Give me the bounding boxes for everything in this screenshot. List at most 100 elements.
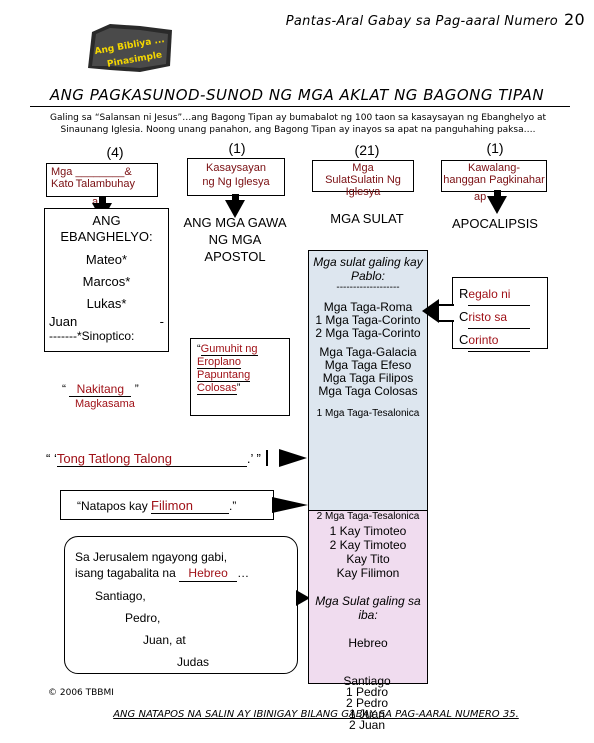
name-judas: Judas	[177, 655, 210, 669]
copyright: © 2006 TBBMI	[48, 688, 114, 698]
header-title-text: Pantas-Aral Gabay sa Pag-aaral Numero	[285, 14, 559, 29]
letter-2corinto: 2 Mga Taga-Corinto	[315, 326, 421, 340]
gospels-label-1: Mga ________&	[51, 166, 132, 178]
letters-label-4: Ng Iglesya	[345, 174, 401, 198]
gospels-label-4: a	[92, 196, 99, 208]
letters-label-1: Mga	[352, 162, 374, 174]
label-box-revelation: Kawalang- hanggan Pagkinahar	[441, 160, 547, 192]
filimon-suffix: .”	[229, 499, 237, 513]
arrow-left-icon	[422, 299, 439, 323]
blank-regalo: egalo ni	[468, 283, 531, 306]
letter-1corinto: 1 Mga Taga-Corinto	[315, 313, 421, 327]
pablo-dashes: -------------------	[336, 282, 400, 293]
letters-label-3: Sulatin	[350, 174, 384, 186]
rcc-line-2: Cristo sa	[459, 306, 547, 329]
letter-tito: Kay Tito	[346, 552, 390, 566]
blank-hebreo: Hebreo	[179, 565, 238, 582]
arrow-shaft-revelation	[494, 190, 501, 196]
gospels-box: ANG EBANGHELYO: Mateo* Marcos* Lukas* Ju…	[44, 208, 169, 352]
tong-line: “ ‘Tong Tatlong Talong.’ ”	[46, 451, 261, 467]
intro-text: Galing sa “Salansan ni Jesus”…ang Bagong…	[49, 113, 547, 135]
letter-2tesalonica: 2 Mga Taga-Tesalonica	[316, 511, 420, 522]
count-acts: (1)	[228, 140, 246, 156]
footer-note: ANG NATAPOS NA SALIN AY IBINIGAY BILANG …	[113, 709, 519, 720]
title-rule	[30, 106, 570, 107]
blank-colosas: Colosas	[197, 382, 237, 395]
blank-nakitang: Nakitang	[69, 382, 132, 397]
blank-papuntang: Papuntang	[197, 369, 251, 382]
letter-colosas: Mga Taga Colosas	[318, 384, 418, 398]
label-box-acts: Kasaysayan ng Ng Iglesya	[187, 158, 285, 196]
letter-1pedro: 1 Pedro	[345, 685, 389, 699]
jerusalem-line-1: Sa Jerusalem ngayong gabi,	[75, 550, 228, 564]
label-box-letters: Mga SulatSulatin Ng Iglesya	[312, 160, 414, 198]
name-pedro: Pedro,	[125, 611, 161, 625]
arrow-right-icon	[272, 497, 308, 513]
jerusalem-ellipsis: …	[237, 566, 250, 580]
acts-note-box: “Gumuhit ng Eroplano Papuntang Colosas”	[190, 338, 290, 416]
letter-2timoteo: 2 Kay Timoteo	[329, 538, 407, 552]
gospels-label-3: Talambuhay	[75, 178, 135, 190]
letters-heading: MGA SULAT	[330, 211, 404, 226]
filimon-box: “Natapos kay Filimon.”	[60, 490, 274, 520]
letter-hebreo: Hebreo	[348, 636, 388, 650]
letter-1juan: 1 Juan	[348, 707, 386, 721]
gospel-mateo: Mateo*	[85, 252, 128, 267]
gospel-juan: Juan	[49, 314, 78, 329]
revelation-heading: APOCALIPSIS	[452, 216, 538, 231]
letter-2pedro: 2 Pedro	[345, 696, 389, 710]
rcc-line-3: Corinto	[459, 329, 547, 352]
arrow-down-icon	[487, 196, 507, 214]
tong-open: “ ‘	[46, 451, 57, 466]
acts-quote-close: ”	[236, 382, 241, 394]
others-title: Mga Sulat galing sa iba:	[315, 594, 421, 622]
synoptic-line: -------*Sinoptico:	[49, 329, 135, 343]
letter-1timoteo: 1 Kay Timoteo	[329, 524, 407, 538]
gospels-heading: ANG EBANGHELYO:	[60, 213, 153, 244]
letter-filipos: Mga Taga Filipos	[322, 371, 414, 385]
acts-label-1: Kasaysayan	[206, 162, 266, 174]
pablo-title: Mga sulat galing kay Pablo:	[313, 255, 423, 283]
letter-santiago: Santiago	[343, 674, 391, 688]
letters-label-2: Sulat	[325, 174, 351, 186]
arrow-left-shaft	[438, 304, 454, 322]
arrow-shaft-acts	[232, 194, 239, 200]
nakitang-line: “ Nakitang ”	[62, 382, 139, 397]
gospel-lukas: Lukas*	[86, 296, 127, 311]
juan-dash: -	[159, 314, 164, 329]
bible-logo: Ang Bibliya ... Pinasimple	[80, 20, 180, 76]
blank-eroplano: Eroplano	[197, 356, 242, 369]
letter-roma: Mga Taga-Roma	[323, 300, 413, 314]
page-title: ANG PAGKASUNOD-SUNOD NG MGA AKLAT NG BAG…	[49, 86, 545, 104]
other-letters-box: 2 Mga Taga-Tesalonica 1 Kay Timoteo 2 Ka…	[308, 510, 428, 684]
count-gospels: (4)	[106, 144, 124, 160]
pauline-letters-box: Mga sulat galing kay Pablo: ------------…	[308, 250, 428, 512]
arrow-down-icon	[225, 200, 245, 218]
acts-heading: ANG MGA GAWA NG MGA APOSTOL	[183, 215, 287, 264]
header-title: Pantas-Aral Gabay sa Pag-aaral Numero 20	[205, 10, 585, 29]
blank-tong: Tong Tatlong Talong	[56, 451, 247, 467]
arrow-right-icon	[296, 590, 310, 606]
gospels-label-2: Kato	[51, 178, 74, 190]
rev-label-3: Pagkinahar	[489, 174, 545, 186]
acts-label-2: ng	[202, 176, 215, 188]
tong-close: .’ ”	[246, 451, 261, 466]
letter-2juan: 2 Juan	[348, 718, 386, 732]
gospel-marcos: Marcos*	[82, 274, 131, 289]
blank-orinto: orinto	[468, 329, 531, 352]
rev-label-1: Kawalang-	[468, 162, 520, 174]
count-letters: (21)	[354, 142, 380, 158]
letter-1tesalonica: 1 Mga Taga-Tesalonica	[316, 408, 420, 419]
letter-galacia: Mga Taga-Galacia	[319, 345, 417, 359]
name-juan: Juan, at	[143, 633, 186, 647]
letter-filimon: Kay Filimon	[336, 566, 400, 580]
arrow-shaft-gospels	[99, 197, 106, 203]
jerusalem-box: Sa Jerusalem ngayong gabi, isang tagabal…	[64, 536, 298, 674]
acts-quote-open: “	[197, 343, 201, 355]
jerusalem-line-2: isang tagabalita na Hebreo…	[75, 565, 250, 582]
arrow-right-icon	[279, 449, 307, 467]
study-number: 20	[564, 10, 585, 29]
acts-label-3: Ng Iglesya	[217, 176, 270, 188]
blank-risto: risto sa	[468, 306, 531, 329]
